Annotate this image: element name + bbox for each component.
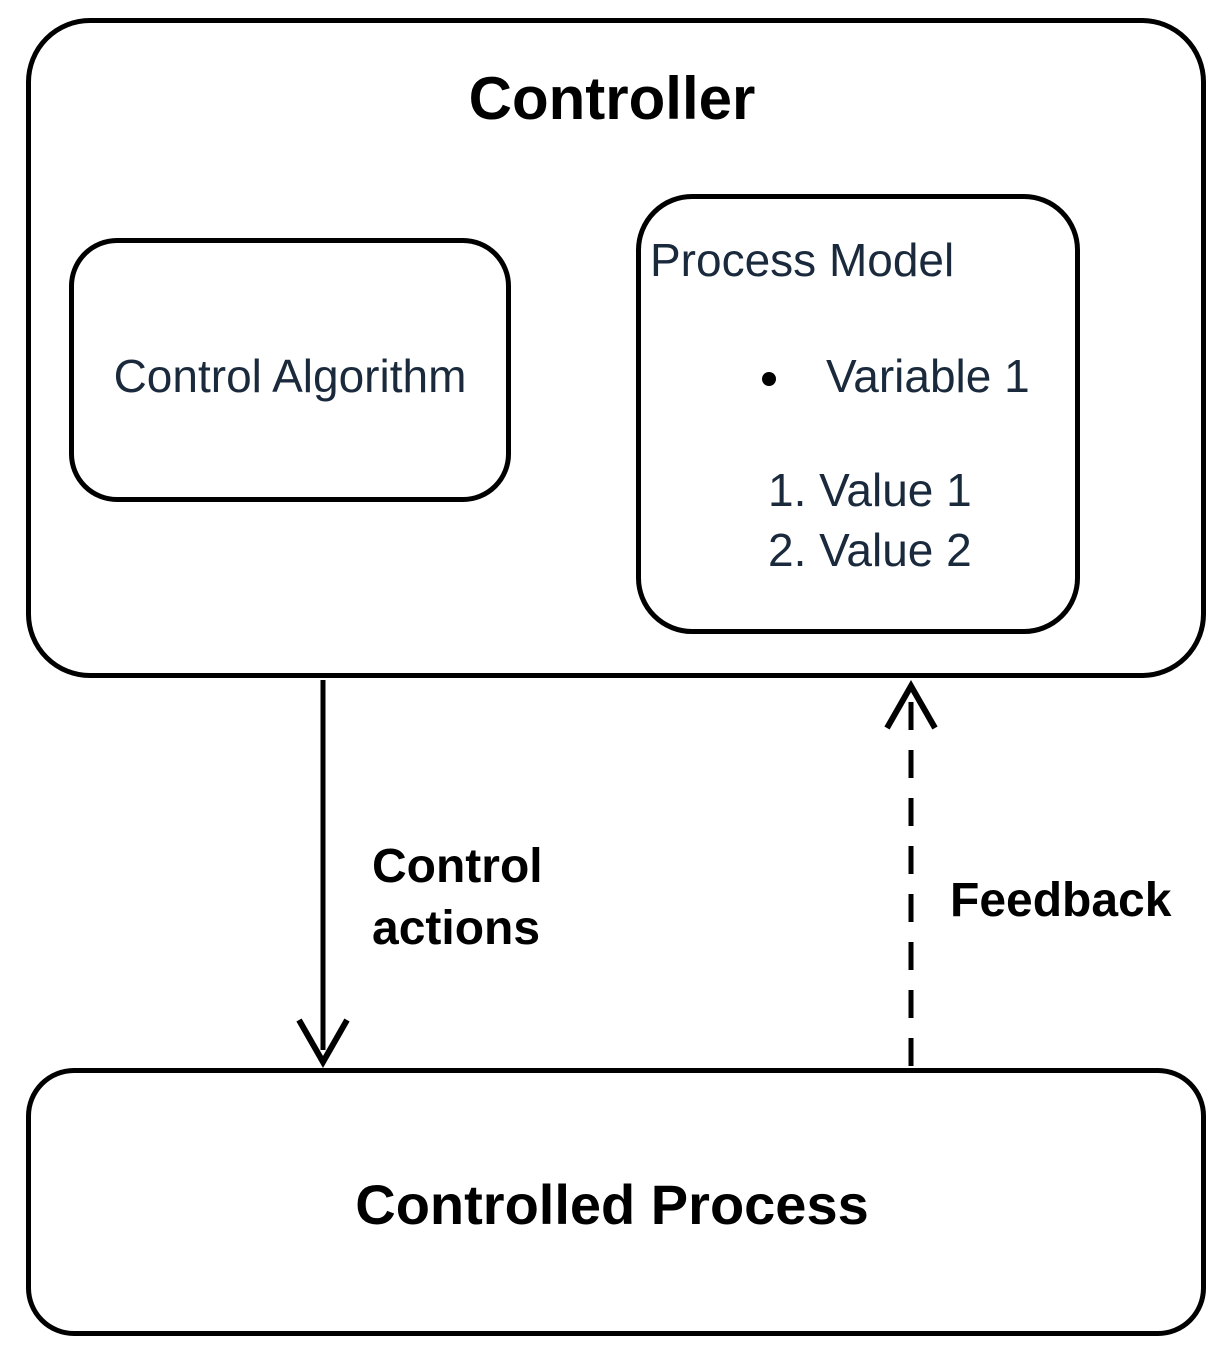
feedback-arrowhead [884,679,938,730]
controlled-process-label: Controlled Process [355,1173,869,1236]
control-algorithm-box [69,238,511,502]
control-actions-label: Control actions [372,836,543,960]
process-model-value: 2. Value 2 [768,524,972,576]
feedback-label: Feedback [950,874,1172,927]
controlled-process-box [26,1068,1206,1336]
process-model-variable: Variable 1 [826,350,1030,402]
process-model-box [636,194,1080,634]
bullet-icon [762,372,776,386]
process-model-title: Process Model [650,234,955,286]
process-model-value: 1. Value 1 [768,464,972,516]
control-algorithm-label: Control Algorithm [113,350,467,402]
control-actions-arrowhead [296,1018,350,1069]
controller-title: Controller [468,65,756,132]
control-actions-label-line: Control [372,840,543,893]
control-actions-label-line: actions [372,902,541,955]
